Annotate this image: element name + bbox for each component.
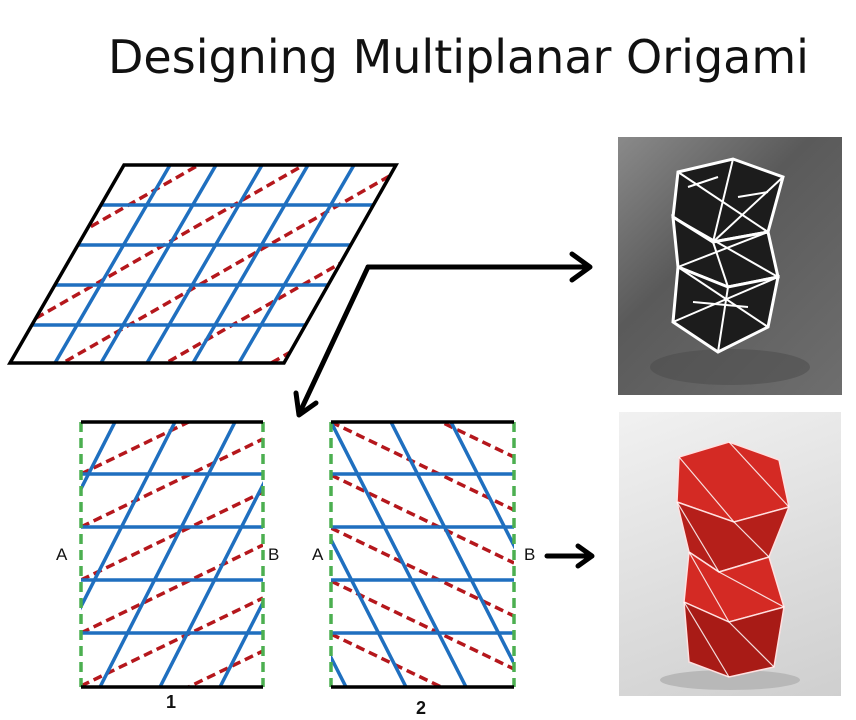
- panel-1-label-b: B: [268, 545, 280, 564]
- white-origami-model: [650, 157, 810, 385]
- panel-1-number: 1: [166, 692, 177, 712]
- panel-2-mountain-folds: [331, 422, 514, 687]
- panel-2-valley-folds: [331, 422, 514, 687]
- panel-1-mountain-folds: [81, 422, 263, 687]
- panel-1-label-a: A: [56, 545, 68, 564]
- arrow-to-red-model: [544, 543, 595, 569]
- white-origami-photo: [618, 137, 842, 395]
- slide-title: Designing Multiplanar Origami: [108, 30, 809, 84]
- arrow-to-panels: [293, 264, 371, 418]
- parallelogram-outline: [6, 163, 400, 365]
- red-origami-model: [660, 441, 800, 690]
- red-origami-photo: [619, 412, 841, 696]
- arrow-to-white-model: [365, 251, 593, 283]
- panel-2-label-a: A: [312, 545, 324, 564]
- mountain-fold-lines: [10, 165, 396, 363]
- panel-2-number: 2: [416, 698, 427, 718]
- panel-2-label-b: B: [524, 545, 536, 564]
- crease-pattern-panel-1: [79, 420, 265, 689]
- parallelogram-crease-pattern: [6, 163, 400, 365]
- crease-pattern-panel-2: [329, 420, 516, 689]
- valley-fold-lines: [10, 165, 396, 363]
